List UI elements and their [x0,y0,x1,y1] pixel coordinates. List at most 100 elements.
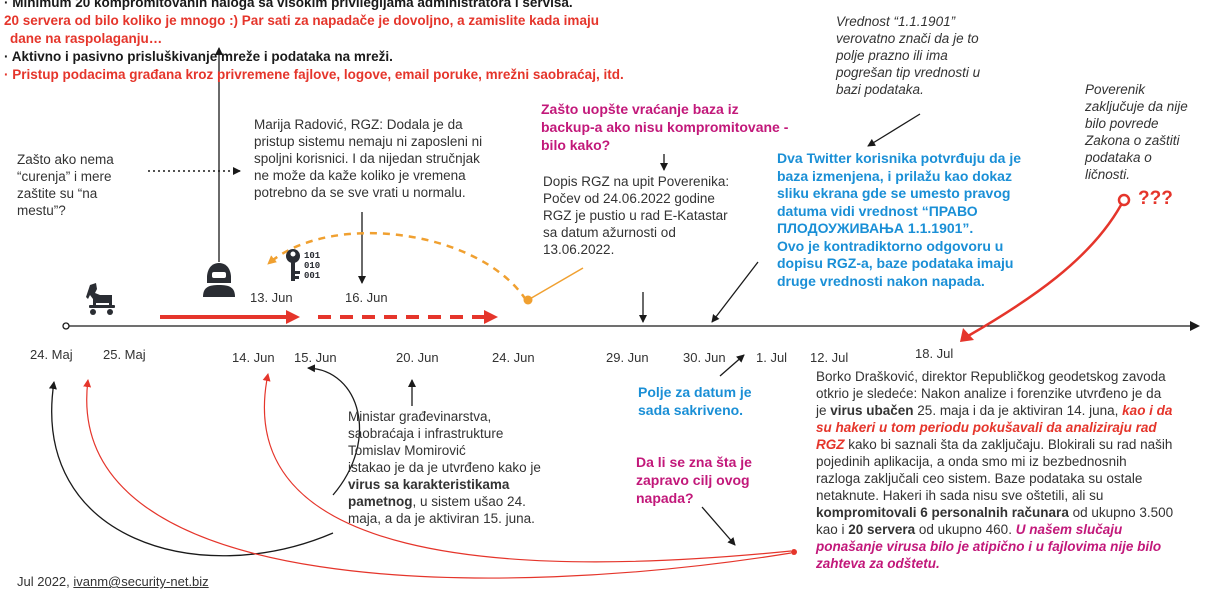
note-line: virus sa karakteristikama [348,477,510,492]
note-span: kao i [816,522,849,537]
footer-email-link[interactable]: ivanm@security-net.biz [73,574,209,589]
note-radovic: Marija Radović, RGZ: Dodala je da pristu… [254,116,482,201]
svg-text:010: 010 [304,261,320,271]
note-line: zahteva za odštetu. [816,556,940,571]
note-line: mestu”? [17,203,66,218]
date-label: 24. Maj [30,347,73,362]
note-cilj-question: Da li se zna šta je zapravo cilj ovog na… [636,453,752,507]
note-dopis: Dopis RGZ na upit Poverenika: Počev od 2… [543,173,729,258]
note-line: polje prazno ili ima [836,48,948,63]
note-line: dopisu RGZ-a, baze podataka imaju [777,255,1014,271]
note-line: ПЛОДОУЖИВАЊА 1.1.1901”. [777,220,974,236]
note-span: je [816,403,831,418]
orange-dopis-curve [267,231,584,305]
date-label-16jun: 16. Jun [345,290,388,305]
cilj-to-borko-arrow [701,506,736,546]
key-binary-icon: 101 010 001 [286,249,321,281]
note-span: kompromitovali 6 personalnih računara [816,505,1069,520]
note-line: sliku ekrana gde se umesto pravog [777,185,1011,201]
polje-to-1jul-arrow [719,354,745,377]
date-label: 14. Jun [232,350,275,365]
note-line: zapravo cilj ovog [636,472,750,488]
note-ministar: Ministar građevinarstva, saobraćaja i in… [348,408,541,527]
note-span: od ukupno 3.500 [1068,505,1174,520]
note-twitter: Dva Twitter korisnika potvrđuju da je ba… [777,150,1021,290]
note-line: Tomislav Momirović [348,443,466,458]
note-line: bilo kako? [541,137,611,153]
note-line: netaknute. Hakeri ih sada nisu sve oštet… [816,488,1104,503]
note-line: Da li se zna šta je [636,454,752,470]
note-line: sada sakriveno. [638,402,744,418]
note-line: Zašto ako nema [17,152,114,167]
note-line: su hakeri u tom periodu pokušavali da an… [816,420,1157,435]
note-span: 25. maja i da je aktiviran 14. juna, [913,403,1123,418]
note-span: od ukupno 460. [915,522,1016,537]
top-bullet-list: · Minimum 20 kompromitovanih naloga sa v… [4,0,624,84]
note-line: razloga zaključali ceo sistem. Baze poda… [816,471,1143,486]
note-span: pametnog [348,494,413,509]
note-line: backup-a ako nisu kompromitovane - [541,119,789,135]
date-label: 25. Maj [103,347,146,362]
note-polje: Polje za datum je sada sakriveno. [638,383,752,419]
note-line: je virus ubačen 25. maja i da je aktivir… [816,402,1173,419]
note-line: otkrio je sledeće: Nakon analize i foren… [816,386,1162,401]
note-1901: Vrednost “1.1.1901” verovatno znači da j… [836,13,980,98]
bullet-line: dane na raspolaganju… [10,31,163,46]
trojan-horse-icon [86,283,115,315]
ministar-to-24maj-curve [49,381,334,557]
note-line: pogrešan tip vrednosti u [836,65,981,80]
note-line: datuma vidi vrednost “ПРАВО [777,202,978,219]
date-label: 29. Jun [606,350,649,365]
note-span: U našem slučaju [1015,522,1123,537]
note-line: zaključuje da nije [1085,99,1188,114]
note-curenja: Zašto ako nema “curenja” i mere zaštite … [17,151,114,219]
1901-to-twitter-arrow [867,113,921,147]
note-line: sa datum ažurnosti od [543,225,676,240]
note-line: pametnog, u sistem ušao 24. [348,493,541,510]
note-line: pojedinih aplikacija, a onda smo mi iz b… [816,454,1127,469]
note-span: , u sistem ušao 24. [412,494,526,509]
note-line: maja, a da je aktiviran 15. juna. [348,511,535,526]
note-line: istakao je da je utvrđeno kako je [348,460,541,475]
bullet-line: 20 servera od bilo koliko je mnogo :) Pa… [4,13,599,28]
note-line: podataka o [1085,150,1152,165]
note-span: RGZ [816,437,845,452]
date-label: 15. Jun [294,350,337,365]
note-span: virus ubačen [830,403,914,418]
note-line: baza izmenjena, i prilažu kao dokaz [777,167,1012,184]
note-line: spoljni korisnici. I da nijedan stručnja… [254,151,480,166]
date-label: 12. Jul [810,350,849,365]
note-line: Marija Radović, RGZ: Dodala je da [254,117,463,132]
note-line: pristup sistemu nemaju ni zaposleni ni [254,134,483,149]
question-marks: ??? [1138,188,1173,209]
note-line: Dva Twitter korisnika potvrđuju da je [777,150,1022,166]
note-line: Poverenik [1085,82,1146,97]
date-label: 30. Jun [683,350,726,365]
footer: Jul 2022, ivanm@security-net.biz [17,573,209,590]
note-span: 20 servera [848,522,916,537]
note-line: Dopis RGZ na upit Poverenika: [543,174,730,189]
attack-period-arrow-solid [160,310,300,324]
bullet-line: · Minimum 20 kompromitovanih naloga sa v… [4,0,573,10]
note-line: “curenja” i mere [17,169,112,184]
note-line: RGZ kako bi saznali šta da zaključaju. B… [816,436,1173,453]
note-line: Vrednost “1.1.1901” [836,14,956,29]
note-line: Ministar građevinarstva, [348,409,492,424]
note-line: napada? [636,490,694,506]
svg-text:001: 001 [304,271,321,281]
note-line: kompromitovali 6 personalnih računara od… [816,504,1173,521]
note-line: Borko Drašković, direktor Republičkog ge… [816,369,1166,384]
note-line: Zakona o zaštiti [1085,133,1180,148]
twitter-to-30jun-arrow [711,261,759,323]
note-line: ne može da kaže koliko je vremena [254,168,466,183]
note-line: Ovo je kontradiktorno odgovoru u [777,237,1004,254]
note-span: kao i da [1122,403,1173,418]
note-line: Počev od 24.06.2022 godine [543,191,715,206]
note-line: Zašto uopšte vraćanje baza iz [541,101,739,117]
note-line: RGZ je pustio u rad E-Katastar [543,208,728,223]
note-borko: Borko Drašković, direktor Republičkog ge… [816,368,1173,572]
date-label: 24. Jun [492,350,535,365]
note-line: bilo povrede [1085,116,1159,131]
hacker-icon [203,263,235,297]
